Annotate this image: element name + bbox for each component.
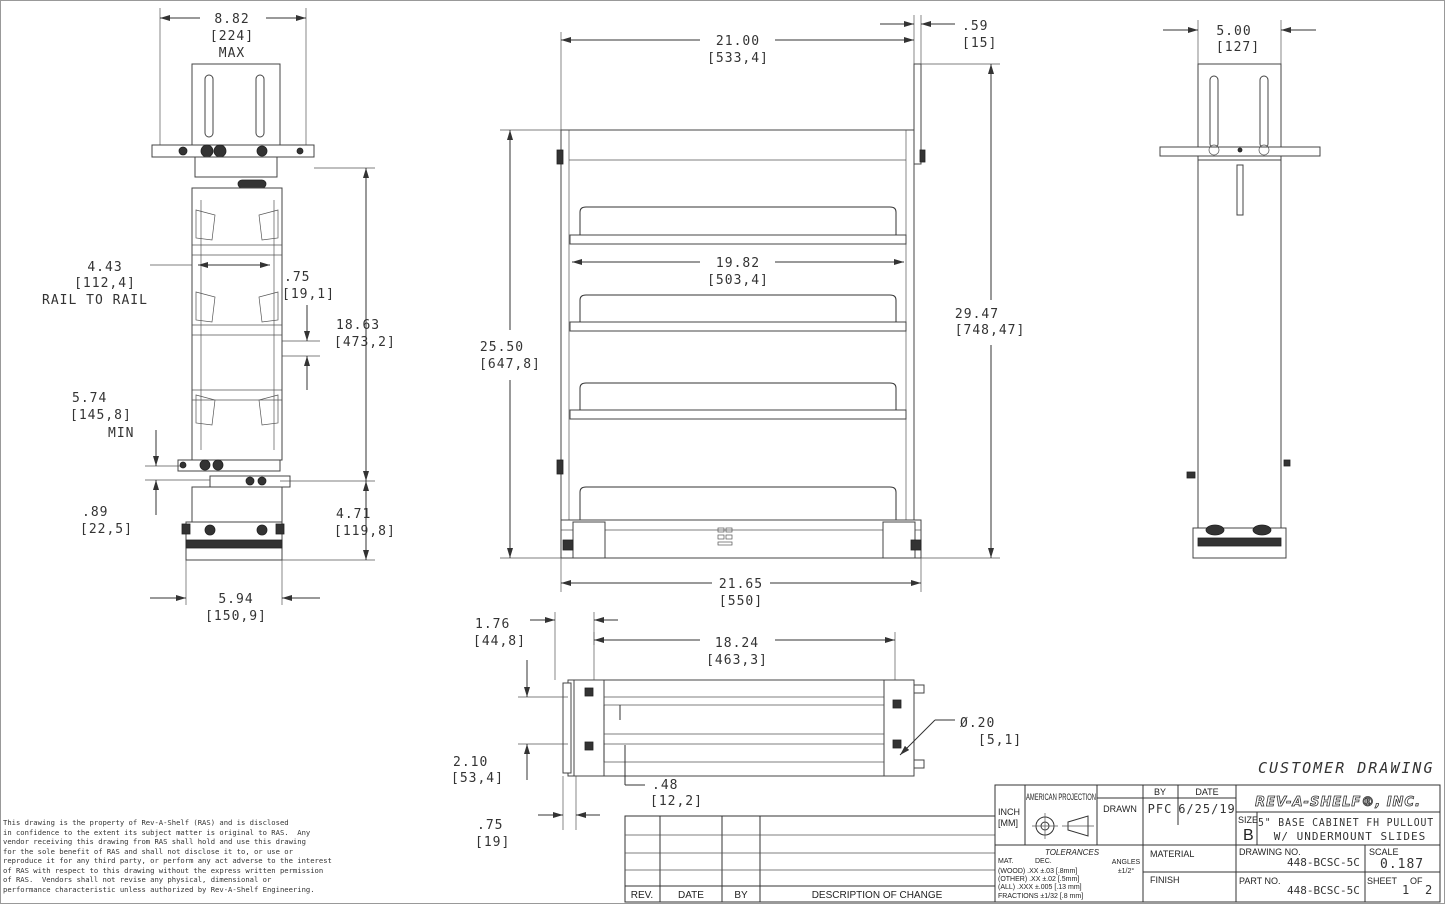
front-1982-value: 19.82	[716, 256, 760, 271]
company-logo: REV-A-SHELF®, INC.	[1255, 795, 1421, 810]
tol-all: (ALL) .XXX ±.005 [.13 mm]	[998, 884, 1082, 891]
left-471-metric: [119,8]	[334, 524, 396, 539]
rail-value: 4.43	[87, 260, 122, 275]
bottom-048-value: .48	[652, 778, 678, 793]
confidentiality-notice: This drawing is the property of Rev-A-Sh…	[3, 818, 332, 894]
tol-wood: (WOOD) .XX ±.03 [.8mm]	[998, 868, 1077, 875]
bottom-210-metric: [53,4]	[451, 771, 504, 786]
left-width-note: MAX	[219, 46, 245, 61]
side-500-metric: [127]	[1216, 40, 1260, 55]
left-574-value: 5.74	[72, 391, 107, 406]
front-2165-metric: [550]	[719, 594, 763, 609]
scale-value: 0.187	[1380, 857, 1424, 872]
bottom-176-metric: [44,8]	[473, 634, 526, 649]
rev-by-header: BY	[734, 890, 748, 901]
inch-label: INCH	[998, 807, 1020, 817]
bottom-dia-metric: [5,1]	[978, 733, 1022, 748]
angles-label: ANGLES	[1112, 859, 1141, 866]
left-089-metric: [22,5]	[80, 522, 133, 537]
left-1863-value: 18.63	[336, 318, 380, 333]
side-500-value: 5.00	[1216, 24, 1251, 39]
front-2165-value: 21.65	[719, 577, 763, 592]
drawn-label: DRAWN	[1103, 804, 1137, 814]
front-059-value: .59	[962, 19, 988, 34]
bottom-1824-value: 18.24	[715, 636, 759, 651]
front-059-metric: [15]	[962, 36, 997, 51]
sheet-value: 1	[1402, 883, 1410, 897]
mm-label: [MM]	[998, 818, 1018, 828]
left-width-value: 8.82	[214, 12, 249, 27]
front-1982-metric: [503,4]	[707, 273, 769, 288]
title-line1: 5" BASE CABINET FH PULLOUT	[1258, 816, 1434, 829]
projection-label: AMERICAN PROJECTION	[1026, 792, 1096, 802]
dec-label: DEC.	[1035, 858, 1052, 865]
part-no: 448-BCSC-5C	[1287, 884, 1360, 897]
mat-label: MAT.	[998, 858, 1013, 865]
size-label: SIZE	[1238, 815, 1258, 825]
bottom-1824-metric: [463,3]	[706, 653, 768, 668]
rail-note: RAIL TO RAIL	[42, 293, 148, 308]
rev-desc-header: DESCRIPTION OF CHANGE	[812, 890, 943, 901]
size-value: B	[1243, 827, 1254, 844]
drawing-no-label: DRAWING NO.	[1239, 847, 1301, 857]
bottom-view: 1.76 [44,8] 18.24 [463,3] Ø.20 [5,1] 2.1…	[451, 612, 1022, 850]
left-075-metric: [19,1]	[282, 287, 335, 302]
front-2550-value: 25.50	[480, 340, 524, 355]
front-2100-value: 21.00	[716, 34, 760, 49]
tol-other: (OTHER) .XX ±.02 [.5mm]	[998, 876, 1079, 883]
revision-table: REV. DATE BY DESCRIPTION OF CHANGE	[624, 815, 996, 903]
front-2947-metric: [748,47]	[955, 323, 1026, 338]
sheet-label: SHEET	[1367, 876, 1398, 886]
by-label: BY	[1154, 787, 1166, 797]
left-594-value: 5.94	[218, 592, 253, 607]
of-label: OF	[1410, 876, 1423, 886]
front-2100-metric: [533,4]	[707, 51, 769, 66]
left-594-metric: [150,9]	[205, 609, 267, 624]
left-width-metric: [224]	[210, 29, 254, 44]
customer-drawing-label: CUSTOMER DRAWING	[1258, 759, 1435, 777]
title-block: INCH [MM] AMERICAN PROJECTION BY DATE DR…	[994, 784, 1441, 903]
title-line2: W/ UNDERMOUNT SLIDES	[1274, 830, 1426, 843]
front-view: 21.00 [533,4] .59 [15] 19.82 [503,4] 25.…	[479, 15, 1026, 609]
left-471-value: 4.71	[336, 507, 371, 522]
bottom-176-value: 1.76	[475, 617, 510, 632]
drawn-by: PFC	[1148, 802, 1173, 816]
rail-metric: [112,4]	[74, 276, 136, 291]
bottom-075-value: .75	[477, 818, 503, 833]
part-no-label: PART NO.	[1239, 876, 1281, 886]
left-089-value: .89	[82, 505, 108, 520]
date-label: DATE	[1195, 787, 1218, 797]
bottom-dia-value: Ø.20	[960, 716, 995, 731]
finish-label: FINISH	[1150, 875, 1180, 885]
left-1863-metric: [473,2]	[334, 335, 396, 350]
left-view: 8.82 [224] MAX 4.43 [112,4] RAIL TO RAIL…	[42, 8, 396, 624]
front-2947-value: 29.47	[955, 307, 999, 322]
bottom-210-value: 2.10	[453, 755, 488, 770]
left-574-metric: [145,8]	[70, 408, 132, 423]
drawn-date: 6/25/19	[1178, 802, 1236, 816]
scale-label: SCALE	[1369, 847, 1399, 857]
left-574-note: MIN	[108, 426, 134, 441]
tol-frac: FRACTIONS ±1/32 [.8 mm]	[998, 893, 1083, 900]
tolerances-label: TOLERANCES	[1045, 848, 1100, 857]
bottom-075-metric: [19]	[475, 835, 510, 850]
projection-symbol-icon	[1032, 813, 1094, 839]
angles-value: ±1/2°	[1118, 867, 1135, 875]
front-2550-metric: [647,8]	[479, 357, 541, 372]
drawing-no: 448-BCSC-5C	[1287, 856, 1360, 869]
rev-header: REV.	[631, 890, 653, 901]
side-view: 5.00 [127]	[1159, 20, 1321, 559]
rev-date-header: DATE	[678, 890, 704, 901]
left-075-value: .75	[284, 270, 310, 285]
bottom-048-metric: [12,2]	[650, 794, 703, 809]
of-value: 2	[1425, 883, 1433, 897]
material-label: MATERIAL	[1150, 849, 1194, 859]
